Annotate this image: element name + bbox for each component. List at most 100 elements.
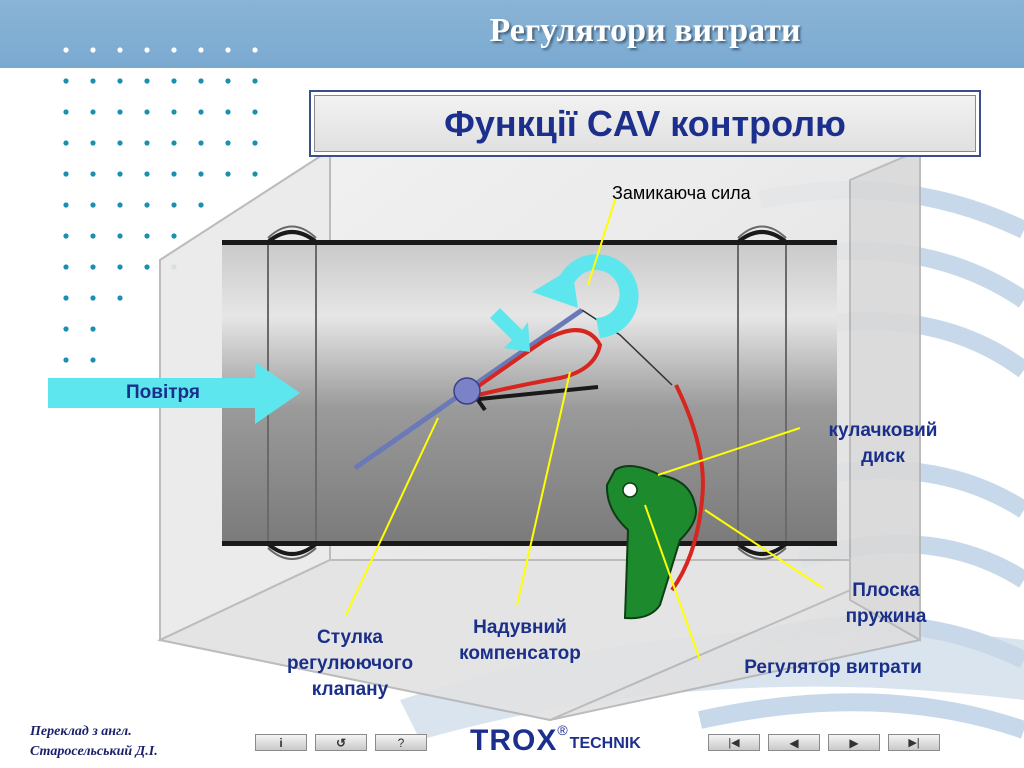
label-flat-spring: Плоска пружина: [826, 578, 946, 630]
grid-dot: [198, 78, 204, 84]
label-sleeve-line1: Стулка: [317, 627, 383, 648]
grid-dot: [63, 326, 69, 332]
grid-dot: [63, 47, 69, 53]
first-icon: |◀: [728, 737, 740, 749]
grid-dot: [171, 109, 177, 115]
grid-dot: [144, 109, 150, 115]
grid-dot: [117, 202, 123, 208]
logo-brand: TROX: [470, 724, 558, 757]
grid-dot: [90, 233, 96, 239]
credit-line2: Старосельський Д.І.: [30, 744, 158, 759]
grid-dot: [252, 171, 258, 177]
label-bellows-line2: компенсатор: [459, 643, 581, 664]
air-flow-arrow: [48, 362, 300, 424]
grid-dot: [171, 171, 177, 177]
grid-dot: [90, 78, 96, 84]
label-cam-disc-line1: кулачковий: [828, 420, 938, 441]
cam-hole: [622, 482, 638, 498]
label-flat-spring-line2: пружина: [845, 606, 927, 627]
grid-dot: [198, 109, 204, 115]
grid-dot: [171, 140, 177, 146]
grid-dot: [144, 202, 150, 208]
title-bar: Регулятори витрати: [0, 0, 1024, 68]
trox-logo: TROX ® TECHNIK: [470, 722, 641, 756]
grid-dot: [171, 202, 177, 208]
grid-dot: [171, 233, 177, 239]
grid-dot: [171, 78, 177, 84]
grid-dot: [63, 78, 69, 84]
grid-dot: [90, 109, 96, 115]
label-sleeve-line3: клапану: [311, 679, 389, 700]
grid-dot: [63, 295, 69, 301]
grid-dot: [225, 78, 231, 84]
grid-dot: [117, 140, 123, 146]
grid-dot: [90, 47, 96, 53]
grid-dot: [63, 233, 69, 239]
grid-dot: [144, 78, 150, 84]
grid-dot: [117, 171, 123, 177]
leader-lines: [345, 196, 824, 661]
label-bellows-line1: Надувний: [473, 617, 567, 638]
grid-dot: [63, 202, 69, 208]
label-cam-disc: кулачковий диск: [808, 418, 958, 470]
damper-pivot: [453, 377, 481, 405]
grid-dot: [198, 140, 204, 146]
damper-counter-blade: [469, 385, 599, 402]
logo-registered-mark: ®: [557, 722, 568, 738]
grid-dot: [198, 47, 204, 53]
help-button[interactable]: ?: [375, 734, 427, 751]
grid-dot: [144, 171, 150, 177]
grid-dot: [63, 264, 69, 270]
grid-dot: [144, 47, 150, 53]
return-button[interactable]: ↺: [315, 734, 367, 751]
subtitle-panel-inner: Функції CAV контролю: [314, 95, 976, 152]
dot-grid-white-dots: [63, 47, 258, 53]
slide-title: Регулятори витрати: [489, 12, 801, 49]
grid-dot: [171, 47, 177, 53]
grid-dot: [90, 357, 96, 363]
grid-dot: [63, 357, 69, 363]
label-closing-force: Замикаюча сила: [612, 183, 751, 203]
closing-force-arrow: [532, 254, 639, 338]
dot-grid-dots: [63, 78, 258, 363]
subtitle-text: Функції CAV контролю: [444, 102, 846, 144]
grid-dot: [144, 140, 150, 146]
grid-dot: [225, 140, 231, 146]
grid-dot: [90, 326, 96, 332]
label-bellows: Надувний компенсатор: [440, 615, 600, 667]
credit-line1: Переклад з англ.: [30, 724, 132, 739]
next-slide-button[interactable]: ▶: [828, 734, 880, 751]
grid-dot: [144, 233, 150, 239]
grid-dot: [144, 264, 150, 270]
grid-dot: [252, 47, 258, 53]
label-flow-regulator: Регулятор витрати: [744, 657, 922, 678]
grid-dot: [225, 171, 231, 177]
prev-slide-button[interactable]: ◀: [768, 734, 820, 751]
info-button[interactable]: i: [255, 734, 307, 751]
grid-dot: [90, 295, 96, 301]
flat-spring: [670, 384, 705, 592]
next-icon: ▶: [849, 735, 859, 750]
grid-dot: [252, 109, 258, 115]
logo-suffix: TECHNIK: [569, 735, 641, 752]
return-icon: ↺: [335, 735, 347, 750]
last-slide-button[interactable]: ▶|: [888, 734, 940, 751]
grid-dot: [63, 140, 69, 146]
grid-dot: [117, 78, 123, 84]
info-icon: i: [279, 735, 283, 750]
grid-dot: [90, 202, 96, 208]
last-icon: ▶|: [908, 737, 920, 749]
label-cam-disc-line2: диск: [861, 446, 905, 467]
grid-dot: [117, 295, 123, 301]
grid-dot: [63, 171, 69, 177]
first-slide-button[interactable]: |◀: [708, 734, 760, 751]
grid-dot: [252, 78, 258, 84]
grid-dot: [90, 171, 96, 177]
help-icon: ?: [397, 735, 405, 750]
grid-dot: [117, 109, 123, 115]
label-flat-spring-line1: Плоска: [852, 580, 920, 601]
label-damper-sleeve: Стулка регулюючого клапану: [262, 625, 438, 703]
grid-dot: [225, 47, 231, 53]
footer-credit: Переклад з англ. Старосельський Д.І.: [30, 722, 158, 762]
